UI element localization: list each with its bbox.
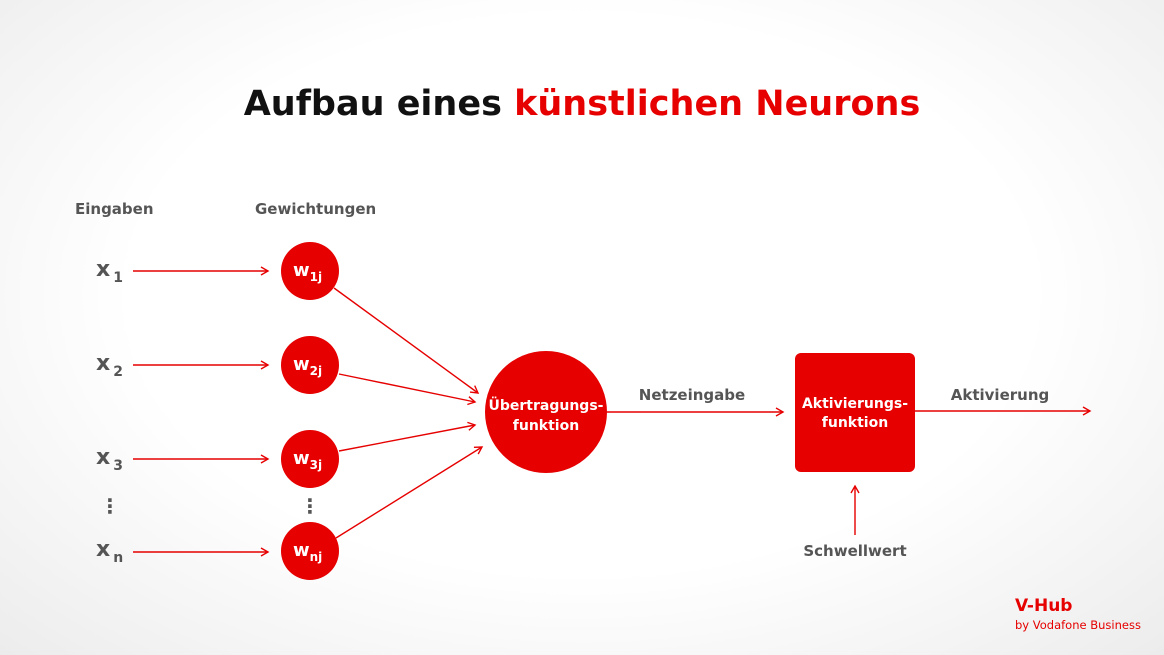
svg-text:funktion: funktion bbox=[822, 415, 888, 431]
inputs-ellipsis: ⋮ bbox=[100, 494, 120, 518]
activation-label: Aktivierung bbox=[951, 386, 1049, 404]
weight-w3j: w3j bbox=[281, 430, 339, 488]
svg-text:w3j: w3j bbox=[293, 448, 322, 472]
net-input-label: Netzeingabe bbox=[639, 386, 745, 404]
svg-text:x1: x1 bbox=[96, 257, 123, 286]
svg-text:x3: x3 bbox=[96, 445, 123, 474]
svg-text:w1j: w1j bbox=[293, 260, 322, 284]
arrow-w1-transfer bbox=[333, 287, 480, 394]
threshold-label: Schwellwert bbox=[803, 542, 906, 560]
brand-tagline: by Vodafone Business bbox=[1015, 618, 1141, 632]
brand-name: V-Hub bbox=[1015, 596, 1072, 616]
transfer-function-node: Übertragungs- funktion bbox=[485, 351, 607, 473]
weight-w1j: w1j bbox=[281, 242, 339, 300]
weight-w2j: w2j bbox=[281, 336, 339, 394]
arrow-w3-transfer bbox=[338, 421, 477, 452]
svg-text:Übertragungs-: Übertragungs- bbox=[489, 396, 604, 414]
weight-wnj: wnj bbox=[281, 522, 339, 580]
weights-ellipsis: ⋮ bbox=[300, 494, 320, 518]
svg-text:x2: x2 bbox=[96, 351, 123, 380]
svg-text:xn: xn bbox=[96, 537, 123, 566]
arrow-w2-transfer bbox=[338, 373, 477, 406]
arrow-wn-transfer bbox=[335, 446, 484, 539]
svg-text:funktion: funktion bbox=[513, 418, 579, 434]
svg-text:w2j: w2j bbox=[293, 354, 322, 378]
page-title: Aufbau eines künstlichen Neurons bbox=[244, 84, 921, 124]
weights-heading: Gewichtungen bbox=[255, 200, 376, 218]
activation-function-node: Aktivierungs- funktion bbox=[795, 353, 915, 472]
svg-text:Aktivierungs-: Aktivierungs- bbox=[802, 396, 908, 412]
svg-text:wnj: wnj bbox=[293, 540, 322, 564]
inputs-heading: Eingaben bbox=[75, 200, 154, 218]
